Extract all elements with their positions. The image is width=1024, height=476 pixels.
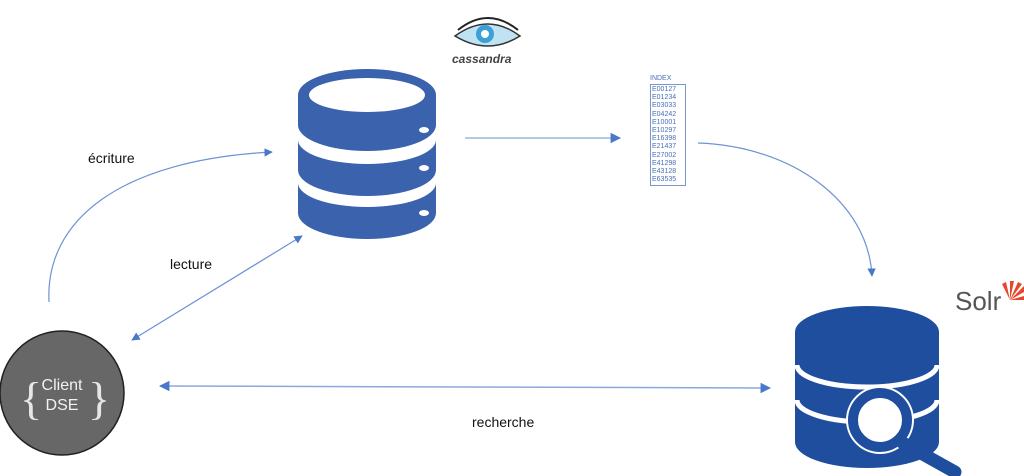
search-label: recherche: [472, 414, 535, 430]
cassandra-logo-text: cassandra: [452, 52, 512, 66]
index-entry: E43128: [652, 168, 677, 176]
index-entry: E63535: [652, 176, 677, 184]
write-arrow: [48, 148, 273, 303]
client-label-line1: Client: [41, 377, 83, 394]
client-label: Client DSE: [22, 376, 102, 416]
index-entry: E27002: [652, 151, 677, 159]
solr-logo-text: Solr: [955, 286, 1002, 316]
read-label: lecture: [170, 256, 213, 272]
index-entry: E16398: [652, 135, 677, 143]
search-arrow: [158, 380, 772, 394]
solr-database-search-icon: [794, 306, 962, 476]
client-node: [0, 330, 125, 456]
index-entry: E01234: [652, 94, 677, 102]
read-arrow: [131, 235, 303, 341]
index-entry: E03033: [652, 102, 677, 110]
cassandra-eye-icon: [453, 17, 522, 47]
index-entry: E00127: [652, 86, 677, 93]
index-entry: E10001: [652, 118, 677, 126]
solr-arrow: [697, 142, 876, 277]
index-entry: E41298: [652, 159, 677, 167]
index-title: INDEX: [650, 75, 672, 82]
open-brace-icon: {: [20, 373, 42, 424]
solr-sun-icon: [1002, 281, 1024, 300]
index-entry: E04242: [652, 110, 677, 118]
cassandra-database-icon: [298, 69, 436, 239]
index-entry: E10297: [652, 127, 677, 135]
close-brace-icon: }: [88, 373, 110, 424]
client-label-line2: DSE: [45, 397, 79, 414]
index-entry: E21437: [652, 143, 677, 151]
write-label: écriture: [88, 150, 135, 166]
